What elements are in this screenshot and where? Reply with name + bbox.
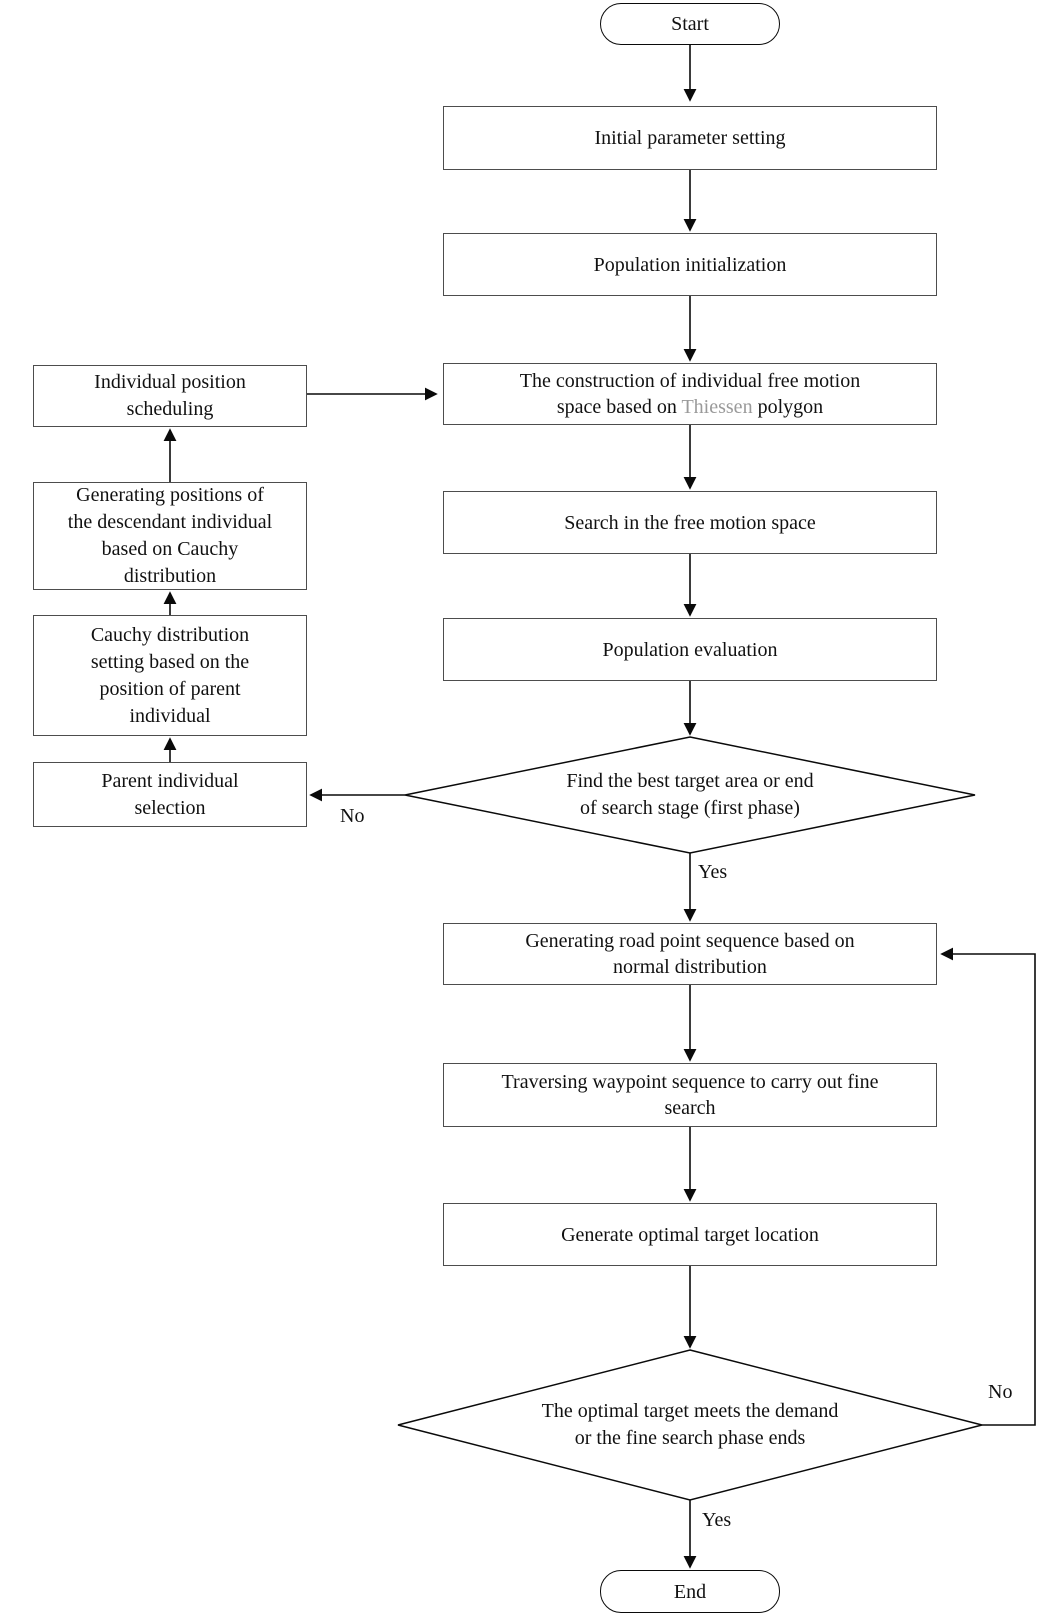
- node-start-label: Start: [671, 13, 709, 35]
- node-label-line4: individual: [129, 704, 211, 727]
- node-initial-parameter-setting: Initial parameter setting: [443, 106, 937, 170]
- edge-label-fine-search-no: No: [988, 1381, 1013, 1403]
- node-label-line1: Individual position: [94, 371, 246, 393]
- edge-label-first-phase-no: No: [340, 805, 365, 827]
- node-population-initialization: Population initialization: [443, 233, 937, 296]
- node-label: Initial parameter setting: [594, 127, 786, 149]
- edge-label-fine-search-yes: Yes: [702, 1509, 732, 1531]
- decision-line2: or the fine search phase ends: [574, 1427, 806, 1449]
- thiessen-highlight: Thiessen: [681, 396, 753, 418]
- node-end: End: [600, 1570, 780, 1613]
- node-label-line2: the descendant individual: [67, 511, 273, 533]
- decision-fine-search-text: The optimal target meets the demand or t…: [430, 1398, 950, 1452]
- node-label-line1: Cauchy distribution: [90, 623, 250, 646]
- node-individual-position-scheduling: Individual position scheduling: [33, 365, 307, 427]
- node-generating-road-point-sequence: Generating road point sequence based on …: [443, 923, 937, 985]
- node-label-line2: scheduling: [126, 398, 214, 420]
- node-label: Population initialization: [593, 253, 787, 276]
- node-cauchy-distribution-setting: Cauchy distribution setting based on the…: [33, 615, 307, 736]
- node-label-line4: distribution: [123, 565, 217, 587]
- decision-line1: Find the best target area or end: [566, 770, 814, 792]
- node-label-line2: search: [664, 1097, 716, 1119]
- node-label-line3: based on Cauchy: [101, 538, 239, 560]
- node-label: Population evaluation: [602, 638, 778, 661]
- decision-line1: The optimal target meets the demand: [541, 1400, 839, 1422]
- decision-first-phase-text: Find the best target area or end of sear…: [440, 768, 940, 822]
- node-traversing-waypoint-sequence: Traversing waypoint sequence to carry ou…: [443, 1063, 937, 1127]
- node-label-line1: Generating positions of: [76, 484, 264, 506]
- node-population-evaluation: Population evaluation: [443, 618, 937, 681]
- line2-suffix: polygon: [752, 396, 824, 418]
- arrow-decision2-no-feedback: [940, 947, 1036, 1426]
- node-label-line1: The construction of individual free moti…: [519, 370, 861, 392]
- node-label: Search in the free motion space: [564, 511, 816, 534]
- node-label-line2: setting based on the: [90, 650, 250, 673]
- decision-line2: of search stage (first phase): [580, 797, 800, 819]
- node-label-line1: Traversing waypoint sequence to carry ou…: [501, 1071, 879, 1093]
- node-free-motion-space-construction: The construction of individual free moti…: [443, 363, 937, 425]
- node-end-label: End: [673, 1580, 707, 1603]
- node-generating-descendant-positions: Generating positions of the descendant i…: [33, 482, 307, 590]
- node-label-line2: normal distribution: [613, 956, 767, 978]
- node-label-line1: Generating road point sequence based on: [525, 930, 855, 952]
- node-parent-individual-selection: Parent individual selection: [33, 762, 307, 827]
- node-label-line2: space based on Thiessen polygon: [557, 394, 823, 420]
- node-start: Start: [600, 3, 780, 45]
- node-label: Generate optimal target location: [561, 1223, 819, 1246]
- line2-prefix: space based on: [556, 396, 682, 418]
- node-label-line3: position of parent: [99, 677, 241, 700]
- node-generate-optimal-target-location: Generate optimal target location: [443, 1203, 937, 1266]
- node-label-line2: selection: [134, 796, 206, 819]
- node-search-free-motion-space: Search in the free motion space: [443, 491, 937, 554]
- node-label-line1: Parent individual: [101, 769, 239, 792]
- edge-label-first-phase-yes: Yes: [698, 861, 728, 883]
